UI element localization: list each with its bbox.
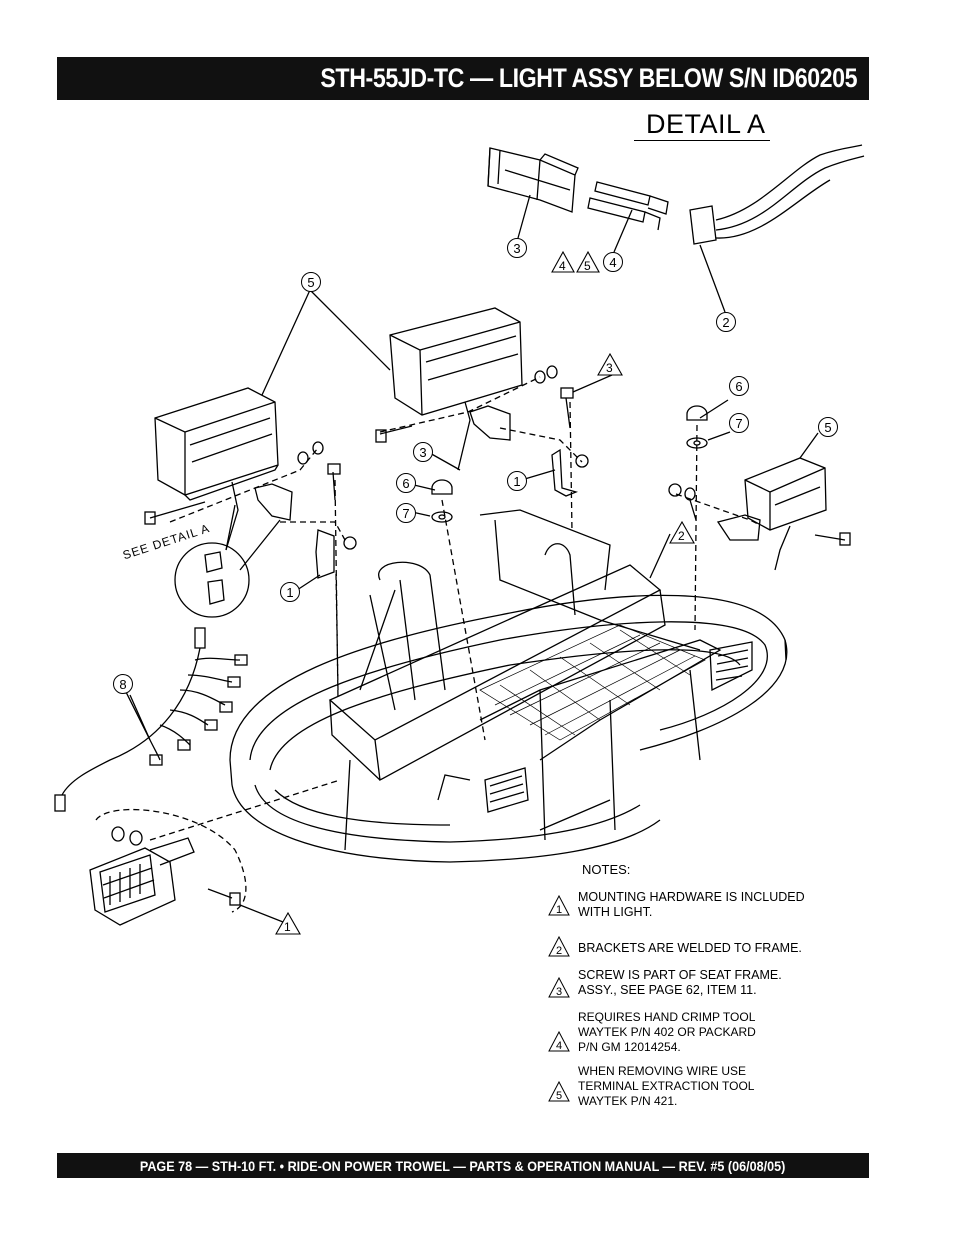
note-1-text: MOUNTING HARDWARE IS INCLUDED WITH LIGHT… bbox=[578, 890, 805, 919]
detail-a-label: DETAIL A bbox=[634, 109, 770, 141]
callout-3-detail: 3 bbox=[507, 238, 527, 258]
page-title: STH-55JD-TC — LIGHT ASSY BELOW S/N ID602… bbox=[320, 63, 857, 93]
page-footer-bar: PAGE 78 — STH-10 FT. • RIDE-ON POWER TRO… bbox=[57, 1153, 869, 1178]
page-footer: PAGE 78 — STH-10 FT. • RIDE-ON POWER TRO… bbox=[140, 1157, 786, 1174]
callout-7-right: 7 bbox=[729, 413, 749, 433]
note-2-text: BRACKETS ARE WELDED TO FRAME. bbox=[578, 941, 802, 955]
svg-text:5: 5 bbox=[556, 1090, 562, 1102]
page-title-bar: STH-55JD-TC — LIGHT ASSY BELOW S/N ID602… bbox=[57, 57, 869, 100]
svg-text:4: 4 bbox=[556, 1040, 562, 1052]
svg-text:2: 2 bbox=[678, 529, 685, 543]
callout-5-right: 5 bbox=[818, 417, 838, 437]
callout-1-center: 1 bbox=[507, 471, 527, 491]
svg-text:4: 4 bbox=[559, 259, 566, 273]
svg-text:2: 2 bbox=[556, 945, 562, 957]
bottom-light-drawing bbox=[89, 837, 195, 926]
svg-text:3: 3 bbox=[556, 986, 562, 998]
center-light-drawing bbox=[389, 307, 523, 471]
callout-7-center: 7 bbox=[396, 503, 416, 523]
note-3-triangle-icon: 3 bbox=[548, 976, 570, 998]
callout-4-detail: 4 bbox=[603, 252, 623, 272]
left-light-drawing bbox=[154, 387, 279, 551]
note-3-text: SCREW IS PART OF SEAT FRAME. ASSY., SEE … bbox=[578, 968, 782, 997]
seat-frame-drawing bbox=[328, 509, 722, 851]
note-2-triangle-icon: 2 bbox=[548, 935, 570, 957]
callout-8-harness: 8 bbox=[113, 674, 133, 694]
trowel-frame-drawing bbox=[229, 594, 788, 863]
callout-3-center: 3 bbox=[413, 442, 433, 462]
connector-housing-drawing bbox=[487, 147, 579, 213]
note-5-triangle-icon: 5 bbox=[548, 1080, 570, 1102]
callout-6-right: 6 bbox=[729, 376, 749, 396]
wire-harness-drawing bbox=[54, 627, 248, 812]
note-5-text: WHEN REMOVING WIRE USE TERMINAL EXTRACTI… bbox=[578, 1064, 755, 1108]
svg-text:1: 1 bbox=[556, 904, 562, 916]
svg-text:3: 3 bbox=[606, 361, 613, 375]
note-1-triangle-icon: 1 bbox=[548, 894, 570, 916]
note-4-triangle-icon: 4 bbox=[548, 1030, 570, 1052]
svg-text:1: 1 bbox=[284, 920, 291, 934]
right-light-drawing bbox=[744, 457, 827, 571]
callout-5-top: 5 bbox=[301, 272, 321, 292]
note-4-text: REQUIRES HAND CRIMP TOOL WAYTEK P/N 402 … bbox=[578, 1010, 756, 1054]
wire-connector-drawing bbox=[689, 144, 865, 245]
svg-text:5: 5 bbox=[584, 259, 591, 273]
notes-title: NOTES: bbox=[582, 862, 631, 877]
terminal-drawing bbox=[587, 181, 669, 231]
callout-6-center: 6 bbox=[396, 473, 416, 493]
callout-1-left: 1 bbox=[280, 582, 300, 602]
callout-2-detail: 2 bbox=[716, 312, 736, 332]
